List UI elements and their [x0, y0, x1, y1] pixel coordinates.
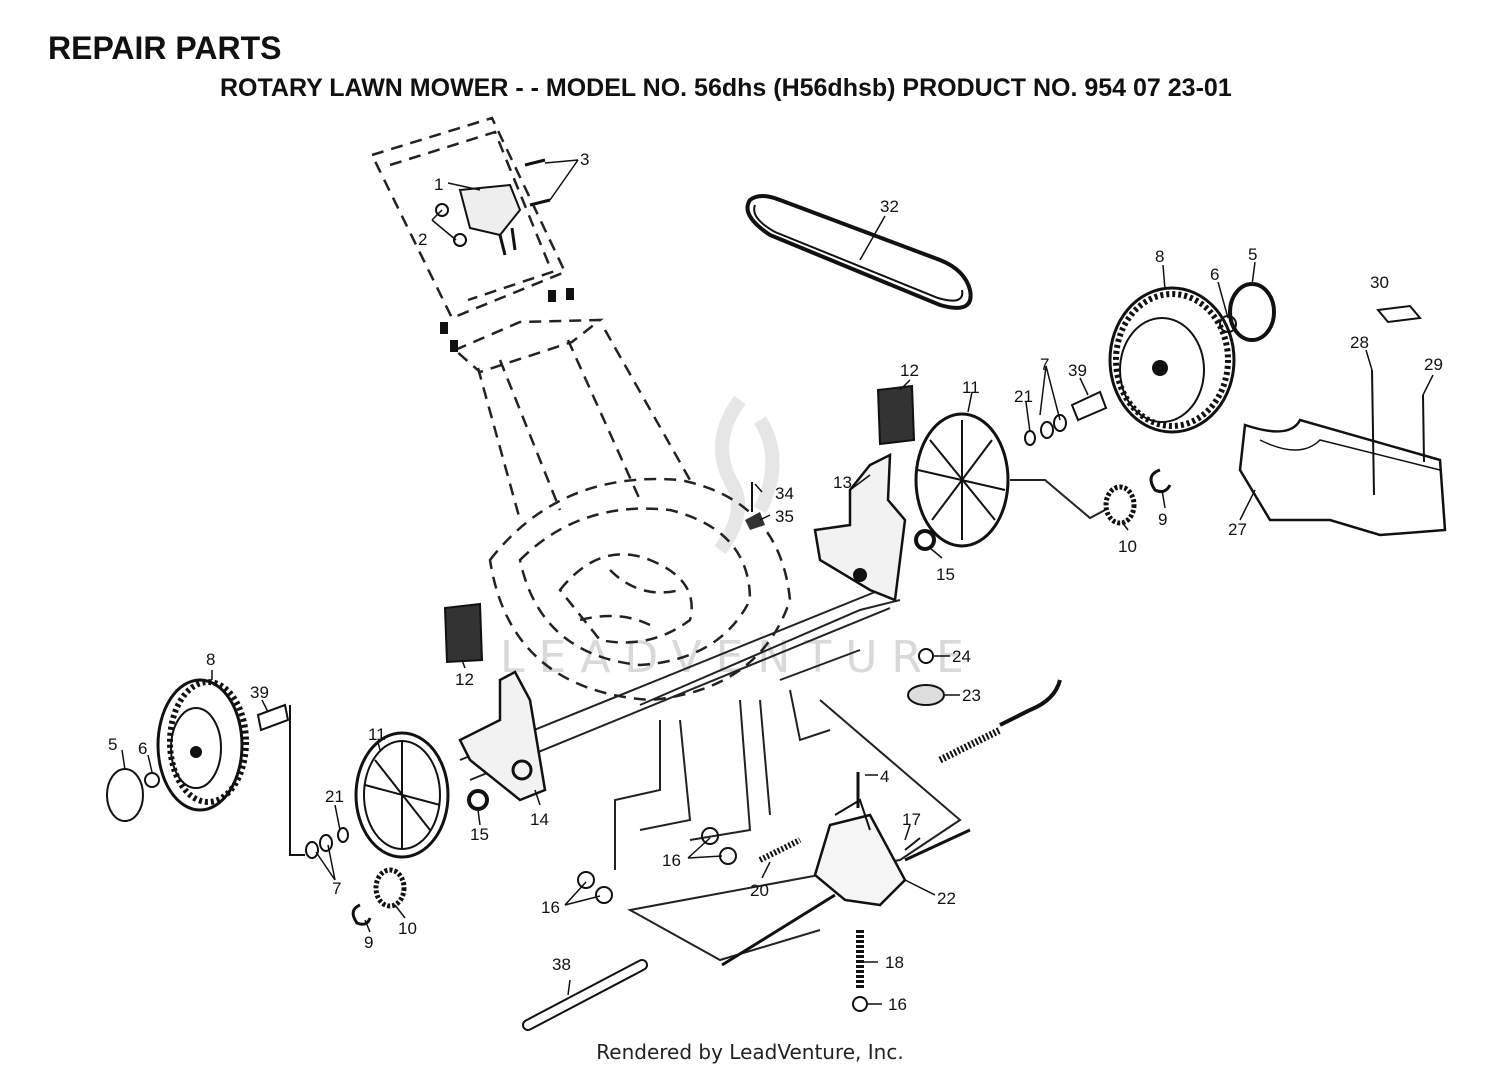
callout-2: 2: [418, 230, 427, 249]
drive-belt: [745, 194, 973, 310]
callout-39: 39: [1068, 361, 1087, 380]
callout-20: 20: [750, 881, 769, 900]
right-bushing: [914, 529, 936, 551]
callout-7: 7: [332, 879, 341, 898]
callout-12: 12: [900, 361, 919, 380]
callout-15: 15: [470, 825, 489, 844]
callout-13: 13: [833, 473, 852, 492]
handle-clips: [440, 288, 574, 352]
callout-3: 3: [580, 150, 589, 169]
callout-16: 16: [662, 851, 681, 870]
right-drive-hub: [914, 412, 1010, 548]
right-wheel: [1108, 286, 1236, 434]
footer-credit: Rendered by LeadVenture, Inc.: [596, 1040, 904, 1064]
callout-18: 18: [885, 953, 904, 972]
callout-39: 39: [250, 683, 269, 702]
callout-21: 21: [325, 787, 344, 806]
hex-nut: [453, 233, 467, 247]
callout-9: 9: [364, 933, 373, 952]
right-height-adjuster: [813, 452, 907, 602]
callout-16: 16: [888, 995, 907, 1014]
control-bracket: [458, 183, 522, 237]
right-pinion-gear: [1103, 484, 1137, 526]
left-wheel: [156, 678, 249, 812]
callout-8: 8: [206, 650, 215, 669]
left-pinion-gear: [373, 867, 407, 909]
callout-6: 6: [1210, 265, 1219, 284]
callout-4: 4: [880, 767, 889, 786]
adjuster-clip: [745, 512, 765, 530]
watermark-flame-icon: [714, 395, 780, 555]
hubcap: [1228, 282, 1276, 342]
pulley-nut: [918, 648, 934, 664]
drive-shaft: [721, 828, 971, 967]
callout-23: 23: [962, 686, 981, 705]
left-washers: [289, 705, 349, 859]
cable-spring: [938, 726, 1002, 764]
transmission-housing: [813, 813, 907, 907]
left-height-adjuster: [458, 670, 547, 802]
hex-nuts: [577, 827, 737, 904]
callout-9: 9: [1158, 510, 1167, 529]
callout-7: 7: [1040, 355, 1049, 374]
decal: [1376, 304, 1422, 324]
right-dust-cover: [876, 384, 916, 446]
callout-11: 11: [962, 378, 980, 397]
callout-8: 8: [1155, 247, 1164, 266]
callout-30: 30: [1370, 273, 1389, 292]
callout-24: 24: [952, 647, 971, 666]
rear-skirt: [1238, 418, 1447, 537]
callout-labels: 1 2 3 32 8 5 6 30 28 29 7 39 21 11 12 13…: [108, 150, 1443, 1014]
leader-lines: [121, 159, 1434, 1005]
callout-22: 22: [937, 889, 956, 908]
left-bushing: [467, 789, 489, 811]
shift-spring: [758, 837, 802, 863]
callout-29: 29: [1424, 355, 1443, 374]
left-hubcap: [106, 768, 144, 822]
callout-5: 5: [108, 735, 117, 754]
callout-12: 12: [455, 670, 474, 689]
callout-27: 27: [1228, 520, 1247, 539]
left-dust-cover: [443, 602, 484, 664]
handle-assembly: [370, 116, 792, 702]
callout-15: 15: [936, 565, 955, 584]
callout-11: 11: [368, 725, 386, 744]
callout-1: 1: [434, 175, 443, 194]
left-drive-hub: [354, 731, 450, 859]
callout-35: 35: [775, 507, 794, 526]
callout-17: 17: [902, 810, 921, 829]
callout-10: 10: [1118, 537, 1137, 556]
callout-38: 38: [552, 955, 571, 974]
callout-10: 10: [398, 919, 417, 938]
callout-6: 6: [138, 739, 147, 758]
left-retaining-clip: [351, 903, 372, 926]
drive-pulley: [907, 684, 945, 706]
right-retaining-clip: [1149, 468, 1172, 494]
skirt-screws: [1371, 369, 1425, 496]
callout-21: 21: [1014, 387, 1033, 406]
hex-nut: [852, 996, 868, 1012]
callout-16: 16: [541, 898, 560, 917]
hex-nut: [435, 203, 449, 217]
right-spacers: [1024, 390, 1108, 446]
callout-28: 28: [1350, 333, 1369, 352]
page-title: REPAIR PARTS: [48, 30, 282, 66]
callout-32: 32: [880, 197, 899, 216]
page-subtitle: ROTARY LAWN MOWER - - MODEL NO. 56dhs (H…: [220, 74, 1232, 102]
callout-14: 14: [530, 810, 549, 829]
screws: [524, 158, 551, 207]
callout-5: 5: [1248, 245, 1257, 264]
drive-cable: [999, 679, 1062, 727]
callout-34: 34: [775, 484, 794, 503]
left-spacer: [256, 703, 290, 732]
hex-nut: [144, 772, 160, 788]
watermark-text: LEADVENTURE: [500, 632, 978, 683]
